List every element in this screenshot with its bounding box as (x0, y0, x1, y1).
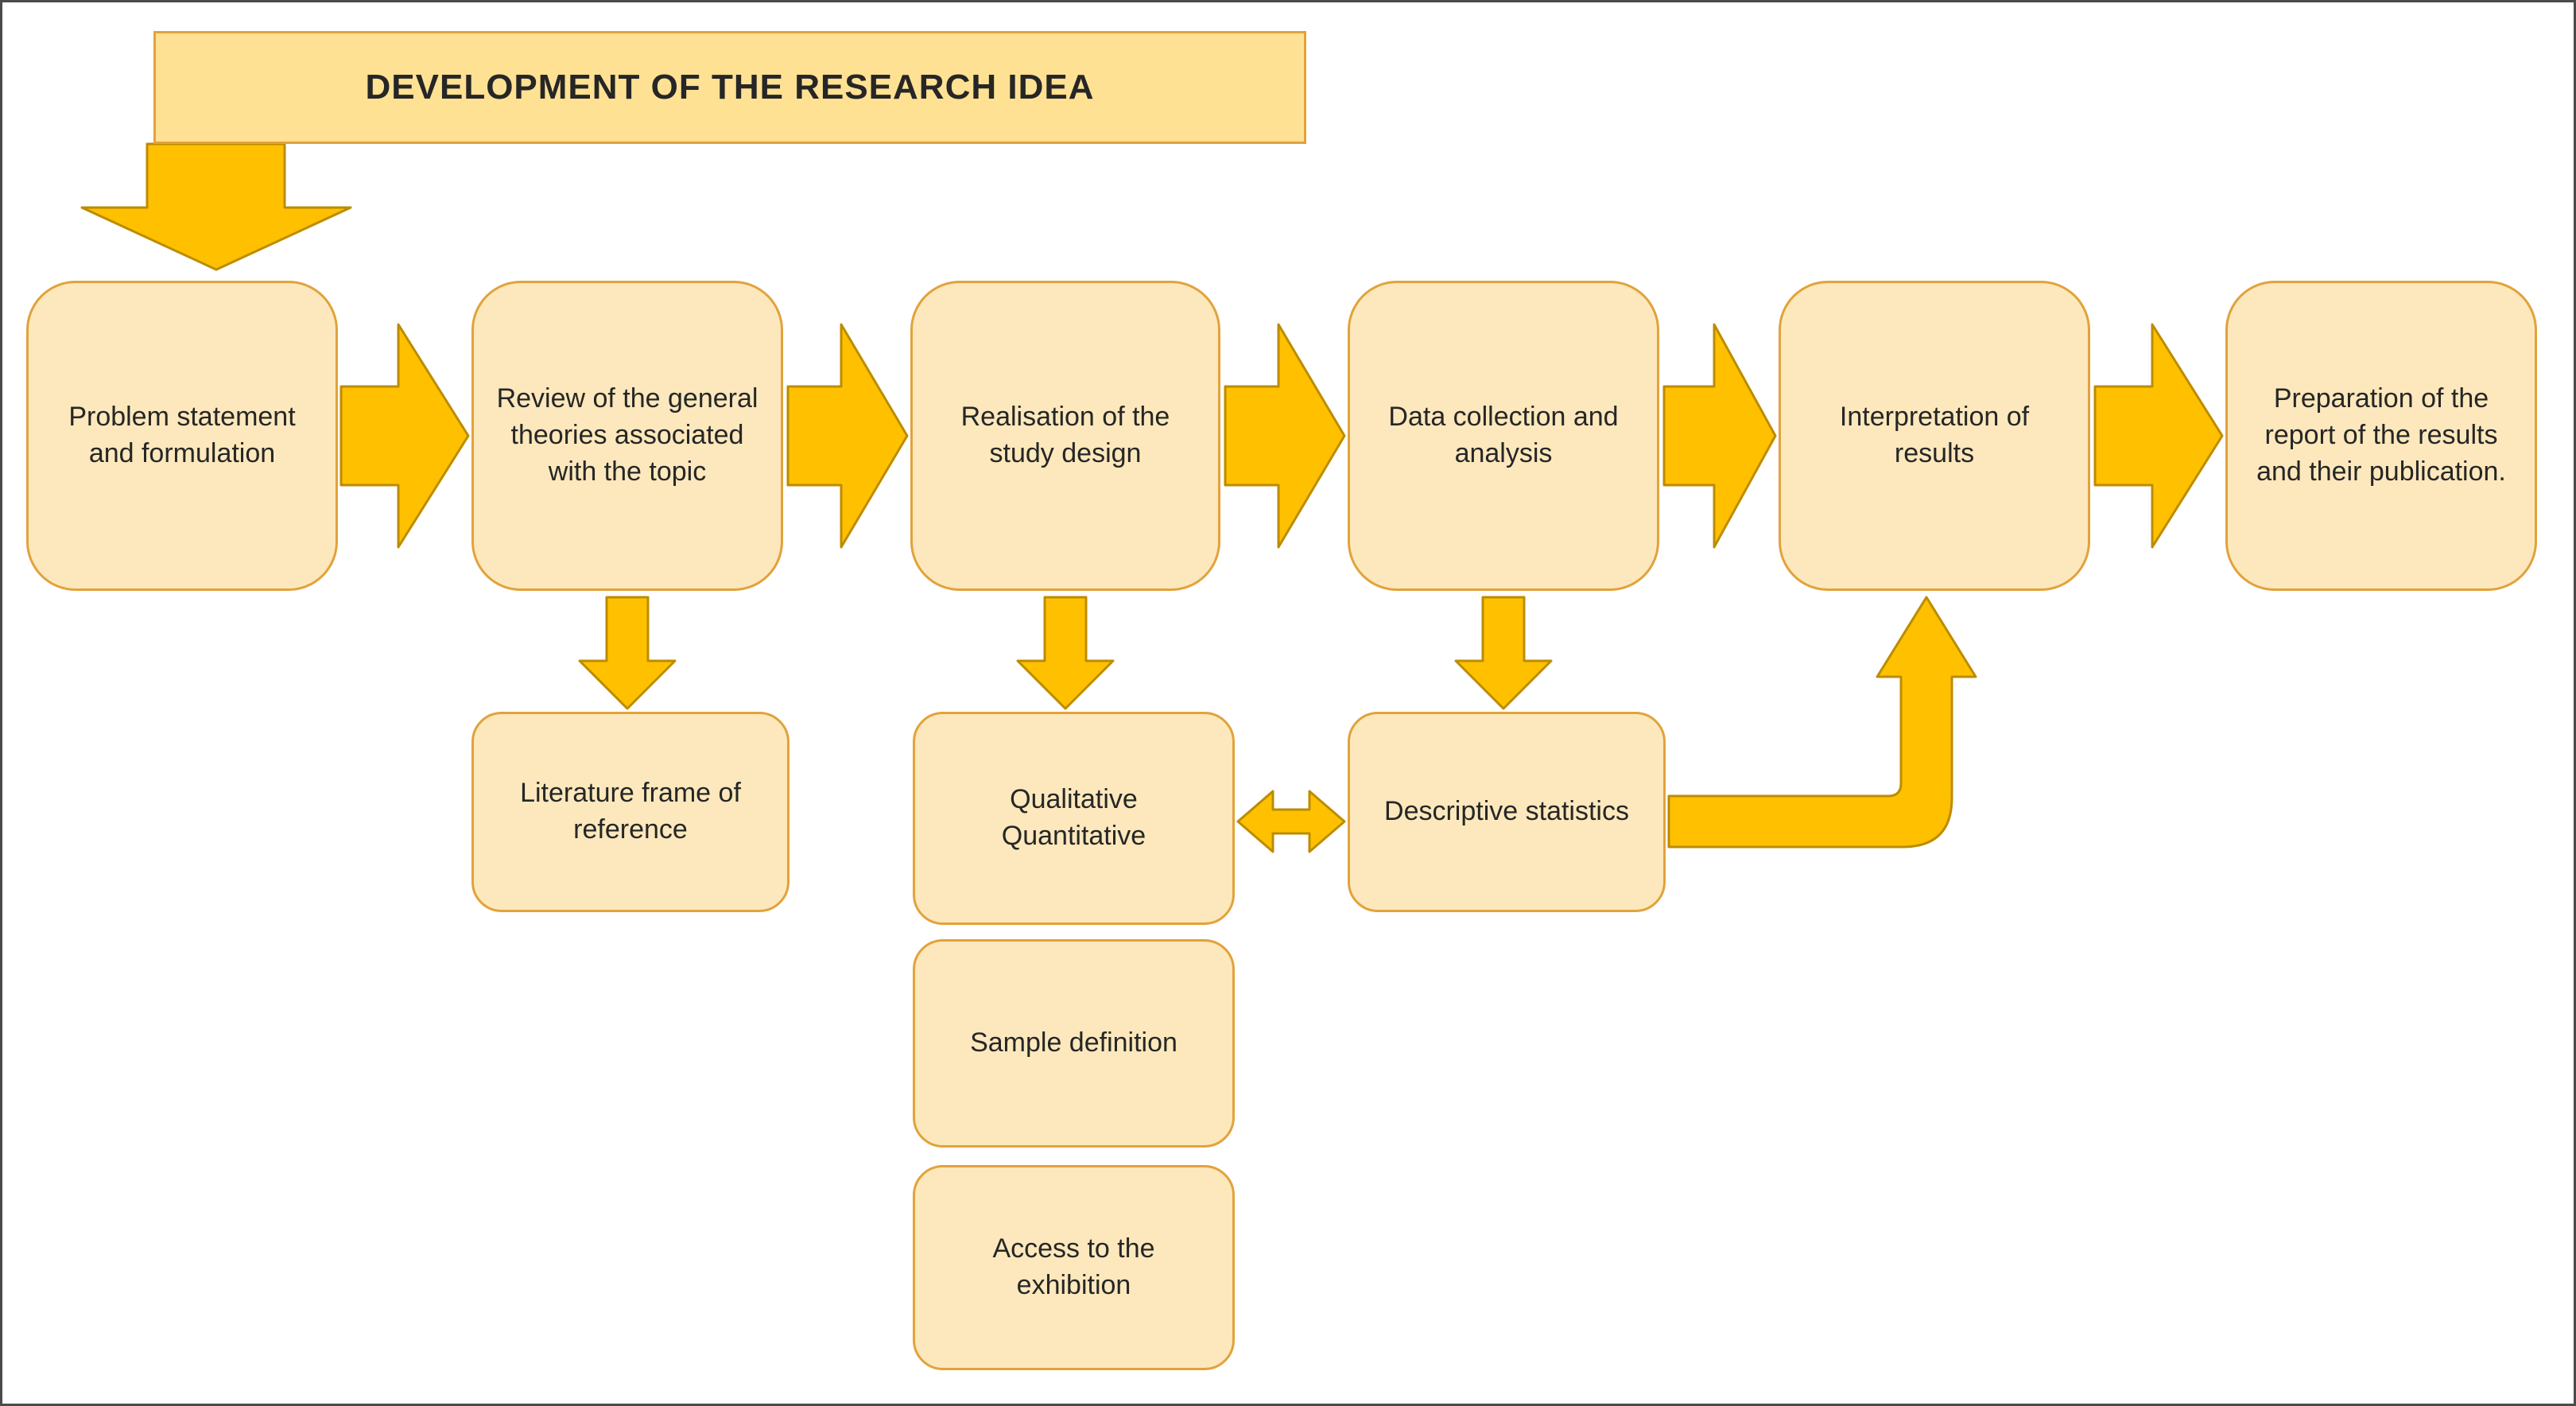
arrow-interpretation-to-preparation (2093, 323, 2224, 549)
arrow-review-to-realisation (786, 323, 909, 549)
flow-box-label: Data collection and analysis (1388, 402, 1619, 468)
flow-box-label: Review of the general theories associate… (496, 383, 758, 487)
arrow-data-collection-to-interpretation (1662, 323, 1777, 549)
down-arrow-review-to-literature (578, 596, 677, 710)
flow-box-problem-statement: Problem statement and formulation (26, 281, 338, 591)
sub-box-label: Descriptive statistics (1384, 796, 1629, 827)
flow-box-label: Problem statement and formulation (68, 402, 296, 468)
flow-box-data-collection-analysis: Data collection and analysis (1348, 281, 1659, 591)
down-arrow-data-collection-to-descriptive (1454, 596, 1553, 710)
down-arrow-title-to-problem (80, 142, 352, 271)
flow-box-preparation-report: Preparation of the report of the results… (2225, 281, 2537, 591)
double-arrow-qualitative-descriptive (1236, 790, 1346, 853)
flow-box-interpretation-results: Interpretation of results (1779, 281, 2090, 591)
sub-box-label: Qualitative Quantitative (1001, 784, 1146, 851)
elbow-arrow-descriptive-to-interpretation (1667, 596, 1977, 849)
flow-box-label: Preparation of the report of the results… (2256, 383, 2506, 487)
flow-box-label: Interpretation of results (1839, 402, 2030, 468)
sub-box-literature-frame: Literature frame of reference (471, 712, 789, 912)
sub-box-access-exhibition: Access to the exhibition (913, 1165, 1235, 1370)
sub-box-descriptive-statistics: Descriptive statistics (1348, 712, 1666, 912)
flow-box-realisation-study-design: Realisation of the study design (910, 281, 1220, 591)
diagram-title: DEVELOPMENT OF THE RESEARCH IDEA (153, 31, 1306, 144)
sub-box-label: Literature frame of reference (520, 778, 741, 845)
sub-box-label: Sample definition (970, 1027, 1177, 1058)
diagram-title-label: DEVELOPMENT OF THE RESEARCH IDEA (365, 68, 1095, 107)
flow-box-label: Realisation of the study design (960, 402, 1170, 468)
arrow-problem-to-review (339, 323, 470, 549)
sub-box-label: Access to the exhibition (992, 1233, 1155, 1300)
sub-box-sample-definition: Sample definition (913, 939, 1235, 1148)
flow-box-review-general-theories: Review of the general theories associate… (471, 281, 783, 591)
sub-box-qualitative-quantitative: Qualitative Quantitative (913, 712, 1235, 925)
arrow-realisation-to-data-collection (1224, 323, 1346, 549)
down-arrow-realisation-to-qualitative (1016, 596, 1115, 710)
